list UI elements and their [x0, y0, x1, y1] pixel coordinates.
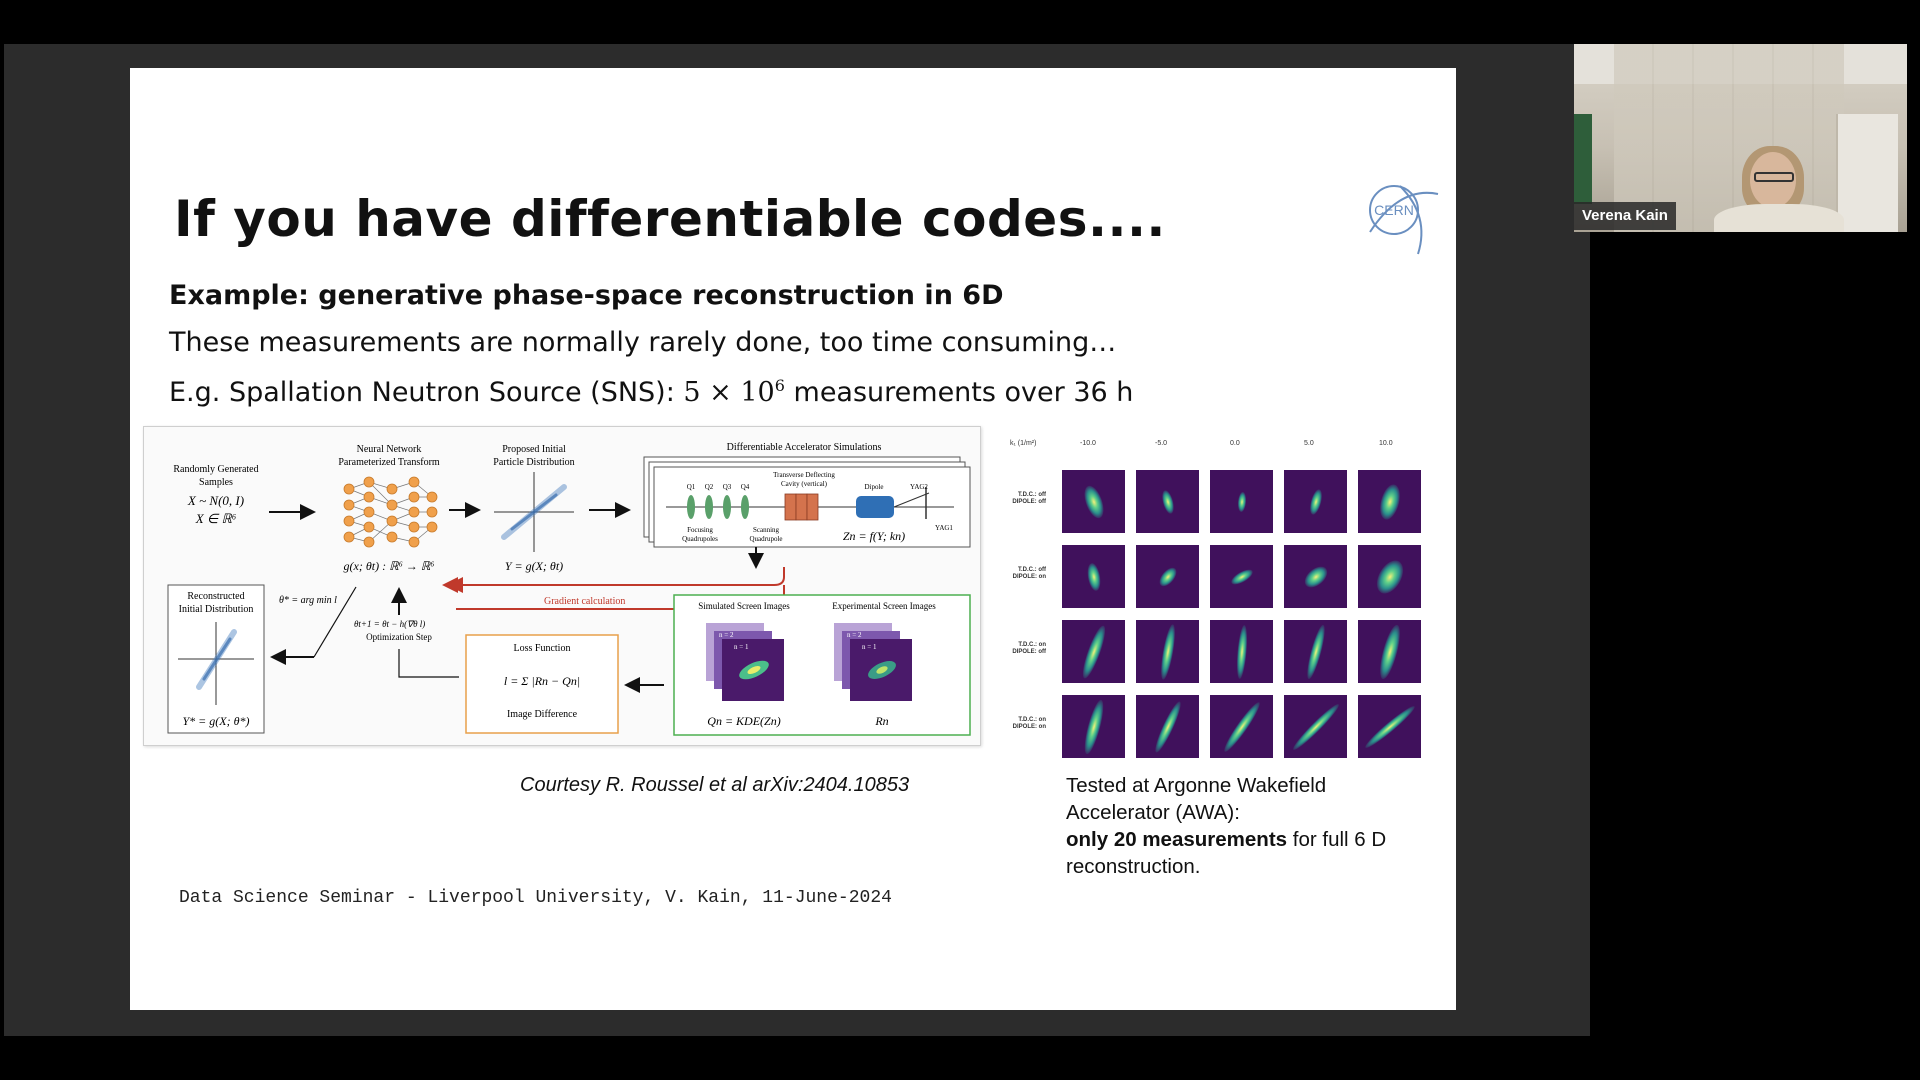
- grid-image: [1210, 695, 1273, 758]
- svg-text:Transverse Deflecting: Transverse Deflecting: [773, 471, 835, 479]
- grid-col-head: 0.0: [1230, 440, 1240, 447]
- initial-eq: Y = g(X; θt): [505, 559, 563, 573]
- initial-label-2: Particle Distribution: [493, 457, 574, 468]
- sns-measurements: measurements over 36 h: [793, 377, 1134, 408]
- grid-image: [1284, 620, 1347, 683]
- nn-label-2: Parameterized Transform: [338, 457, 440, 468]
- r-eq: Rn: [874, 714, 888, 728]
- grid-image: [1062, 695, 1125, 758]
- grid-image: [1062, 545, 1125, 608]
- reconstructed-scatter-icon: [178, 622, 254, 705]
- svg-text:Dipole: Dipole: [864, 483, 883, 491]
- sim-title: Differentiable Accelerator Simulations: [727, 442, 882, 453]
- svg-text:Cavity (vertical): Cavity (vertical): [781, 480, 828, 488]
- svg-text:n = 1: n = 1: [862, 643, 877, 651]
- random-eq-2: X ∈ ℝ⁶: [195, 511, 237, 526]
- initial-scatter-icon: [494, 472, 574, 552]
- cern-logo: CERN: [1369, 185, 1439, 255]
- grid-image: [1284, 470, 1347, 533]
- svg-text:CERN: CERN: [1374, 202, 1414, 218]
- svg-text:n = 1: n = 1: [734, 643, 749, 651]
- slide-subtitle: Example: generative phase-space reconstr…: [169, 280, 1004, 311]
- grid-image: [1062, 470, 1125, 533]
- grid-image: [1358, 545, 1421, 608]
- presentation-slide: If you have differentiable codes.... CER…: [130, 68, 1456, 1010]
- grid-image: [1210, 470, 1273, 533]
- nn-label-1: Neural Network: [357, 444, 422, 455]
- grid-axis-label: k₁ (1/m²): [1010, 440, 1037, 447]
- slide-text-line-2: E.g. Spallation Neutron Source (SNS): 5 …: [169, 376, 1133, 408]
- slide-footer: Data Science Seminar - Liverpool Univers…: [179, 888, 892, 908]
- grid-image: [1136, 695, 1199, 758]
- measurement-grid: k₁ (1/m²) -10.0 -5.0 0.0 5.0 10.0 T.D.C.…: [1010, 440, 1430, 826]
- svg-text:Experimental Screen Images: Experimental Screen Images: [832, 601, 936, 611]
- quadrupole-icons: [687, 495, 749, 519]
- initial-label-1: Proposed Initial: [502, 444, 566, 455]
- loss-function-box: [465, 634, 619, 734]
- grid-col-head: -10.0: [1080, 440, 1096, 447]
- random-samples-label-1: Randomly Generated: [173, 464, 258, 475]
- svg-text:Q1: Q1: [687, 483, 696, 491]
- grid-image: [1358, 470, 1421, 533]
- svg-text:Image Difference: Image Difference: [507, 709, 578, 720]
- grid-image: [1358, 695, 1421, 758]
- sns-label: E.g. Spallation Neutron Source (SNS):: [169, 377, 675, 408]
- sns-count: 5 × 106: [683, 376, 785, 408]
- svg-text:Q2: Q2: [705, 483, 714, 491]
- svg-text:Loss Function: Loss Function: [514, 643, 571, 654]
- svg-text:Q4: Q4: [741, 483, 750, 491]
- slide-text-line-1: These measurements are normally rarely d…: [169, 327, 1117, 358]
- grid-col-head: 10.0: [1379, 440, 1393, 447]
- theta-update-eq: θt+1 = θt − h(∇θ l): [354, 619, 425, 629]
- loss-eq: l = Σ |Rn − Qn|: [504, 674, 580, 688]
- grid-image: [1136, 545, 1199, 608]
- grid-image: [1210, 620, 1273, 683]
- participant-name-badge: Verena Kain: [1574, 202, 1676, 230]
- grid-col-head: 5.0: [1304, 440, 1314, 447]
- courtesy-citation: Courtesy R. Roussel et al arXiv:2404.108…: [520, 774, 910, 796]
- random-samples-label-2: Samples: [199, 477, 233, 488]
- svg-text:Scanning: Scanning: [753, 526, 780, 534]
- grid-image: [1136, 470, 1199, 533]
- opt-step-label: Optimization Step: [366, 632, 432, 642]
- grid-image: [1284, 695, 1347, 758]
- svg-text:Focusing: Focusing: [687, 526, 713, 534]
- svg-text:n = 2: n = 2: [719, 631, 734, 639]
- svg-text:Quadrupoles: Quadrupoles: [682, 535, 718, 543]
- random-eq-1: X ~ N(0, I): [187, 493, 244, 508]
- participant-video-tile[interactable]: [1574, 44, 1907, 232]
- svg-text:YAG2: YAG2: [910, 483, 928, 491]
- slide-title: If you have differentiable codes....: [174, 190, 1166, 248]
- grid-image: [1210, 545, 1273, 608]
- recon-eq: Y* = g(X; θ*): [183, 714, 250, 728]
- svg-text:Simulated Screen Images: Simulated Screen Images: [698, 601, 790, 611]
- svg-text:n = 2: n = 2: [847, 631, 862, 639]
- svg-text:Initial Distribution: Initial Distribution: [179, 604, 254, 615]
- svg-text:Quadrupole: Quadrupole: [749, 535, 782, 543]
- svg-text:Q3: Q3: [723, 483, 732, 491]
- sim-eq: Zn = f(Y; kn): [843, 529, 905, 543]
- dipole-icon: [856, 496, 894, 518]
- grid-image: [1136, 620, 1199, 683]
- gradient-label: Gradient calculation: [544, 596, 625, 607]
- grid-image: [1062, 620, 1125, 683]
- grid-image: [1358, 620, 1421, 683]
- grid-col-head: -5.0: [1155, 440, 1168, 447]
- workflow-figure: Randomly Generated Samples X ~ N(0, I) X…: [143, 426, 981, 746]
- grid-image: [1284, 545, 1347, 608]
- awa-note: Tested at Argonne Wakefield Accelerator …: [1066, 774, 1387, 878]
- svg-text:Reconstructed: Reconstructed: [187, 591, 244, 602]
- svg-text:YAG1: YAG1: [935, 524, 953, 532]
- theta-star-eq: θ* = arg min l: [279, 595, 337, 606]
- q-eq: Qn = KDE(Zn): [707, 714, 780, 728]
- deflecting-cavity-icon: [784, 493, 819, 521]
- nn-eq: g(x; θt) : ℝ⁶ → ℝ⁶: [344, 559, 435, 573]
